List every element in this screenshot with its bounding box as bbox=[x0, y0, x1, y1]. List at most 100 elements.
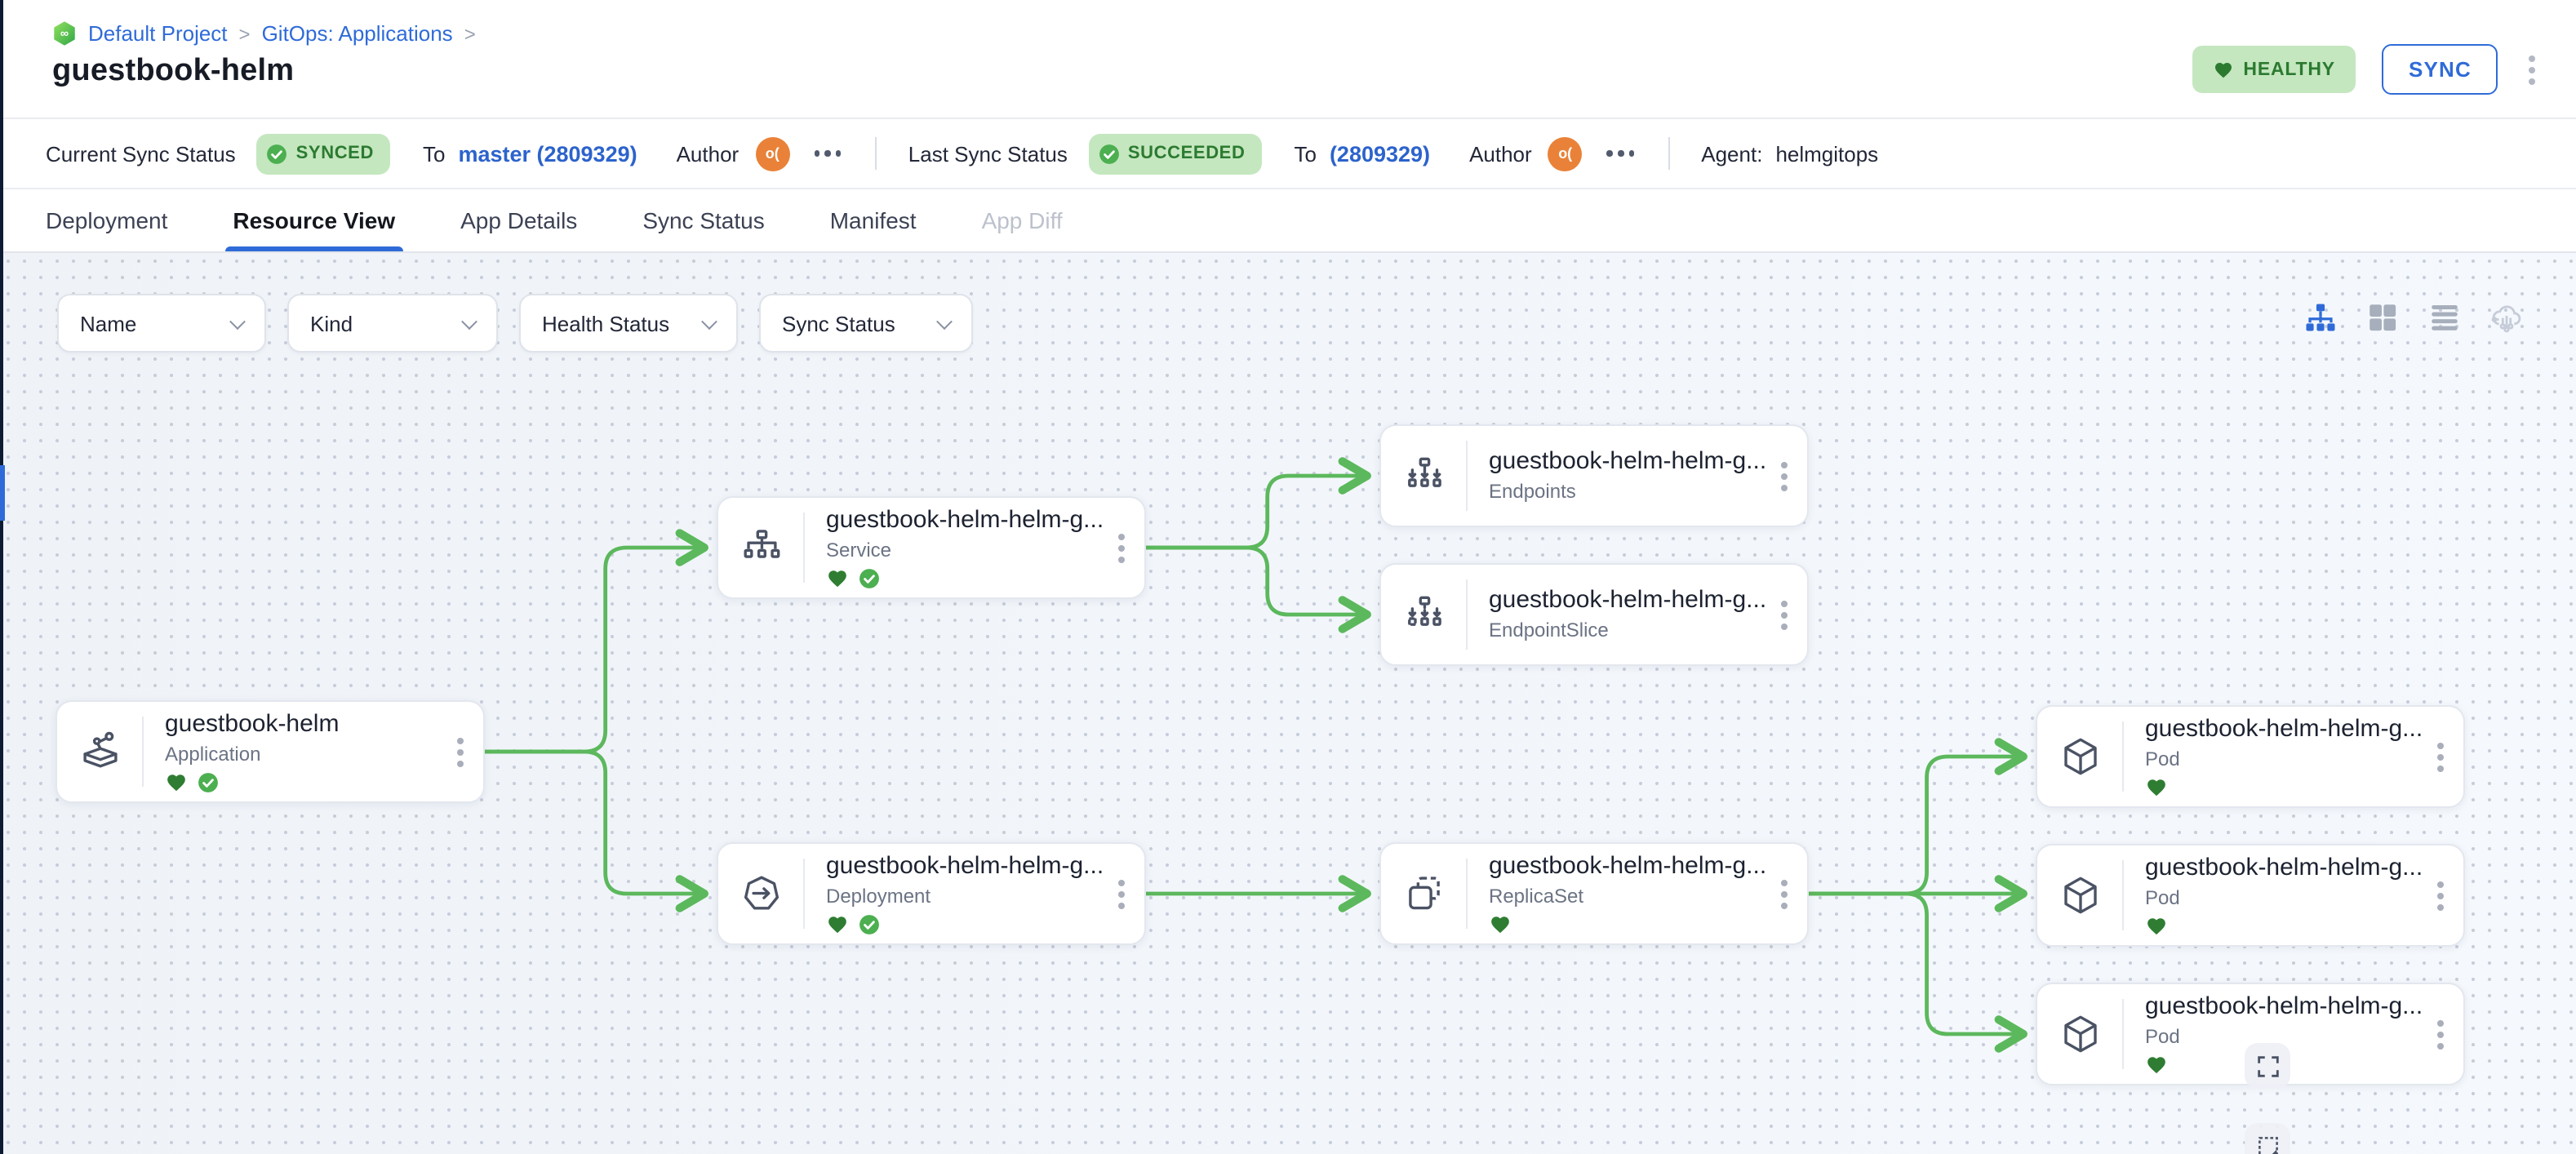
synced-check-icon bbox=[859, 916, 879, 935]
filter-health-status-dropdown[interactable]: Health Status bbox=[519, 294, 738, 353]
node-title: guestbook-helm-helm-g... bbox=[826, 505, 1104, 534]
resource-node-endpoints[interactable]: guestbook-helm-helm-g... Endpoints bbox=[1379, 424, 1809, 527]
divider bbox=[1668, 137, 1671, 170]
tab-app-details[interactable]: App Details bbox=[460, 207, 578, 233]
tab-sync-status[interactable]: Sync Status bbox=[642, 207, 765, 233]
current-sync-status-label: Current Sync Status bbox=[46, 141, 236, 166]
node-body: guestbook-helm-helm-g...Pod bbox=[2124, 707, 2463, 806]
status-bar: Current Sync Status SYNCED To master (28… bbox=[0, 118, 2576, 189]
health-heart-icon bbox=[828, 917, 846, 934]
node-more-menu-icon[interactable] bbox=[1776, 595, 1792, 634]
node-divider bbox=[1466, 859, 1468, 929]
node-title: guestbook-helm-helm-g... bbox=[1489, 446, 1767, 475]
divider bbox=[875, 137, 877, 170]
grid-view-icon[interactable] bbox=[2365, 300, 2400, 335]
breadcrumb-separator: > bbox=[464, 22, 476, 45]
app-more-menu-icon[interactable] bbox=[2524, 50, 2540, 89]
tab-manifest[interactable]: Manifest bbox=[829, 207, 917, 233]
node-body: guestbook-helm-helm-g...EndpointSlice bbox=[1468, 565, 1807, 664]
breadcrumb-separator: > bbox=[238, 22, 251, 45]
check-circle-icon bbox=[1099, 144, 1119, 163]
filter-label: Sync Status bbox=[782, 311, 895, 335]
edge-app-to-deployment bbox=[482, 749, 708, 912]
current-author-label: Author bbox=[676, 141, 739, 166]
cluster-view-icon[interactable] bbox=[2489, 300, 2524, 335]
node-body: guestbook-helm-helm-g...Service bbox=[805, 498, 1144, 597]
node-status-badges bbox=[165, 773, 441, 794]
node-divider bbox=[142, 717, 144, 787]
current-to-label: To bbox=[422, 141, 446, 166]
node-more-menu-icon[interactable] bbox=[2432, 1014, 2449, 1054]
current-author-avatar: o( bbox=[755, 136, 790, 171]
replicaset-icon bbox=[1381, 844, 1466, 943]
last-sync-status-label: Last Sync Status bbox=[908, 141, 1068, 166]
node-kind: Pod bbox=[2145, 1025, 2180, 1049]
breadcrumb: ∞ Default Project > GitOps: Applications… bbox=[52, 21, 2534, 46]
health-status-badge: HEALTHY bbox=[2192, 46, 2356, 93]
heart-icon bbox=[2215, 62, 2232, 78]
tab-bar: Deployment Resource View App Details Sync S… bbox=[0, 189, 2576, 253]
breadcrumb-applications[interactable]: GitOps: Applications bbox=[261, 21, 453, 46]
page-header: ∞ Default Project > GitOps: Applications… bbox=[0, 0, 2576, 118]
node-kind: EndpointSlice bbox=[1489, 619, 1609, 642]
node-status-badges bbox=[826, 915, 1102, 936]
fullscreen-control[interactable] bbox=[2245, 1043, 2290, 1089]
breadcrumb-project[interactable]: Default Project bbox=[88, 21, 228, 46]
node-more-menu-icon[interactable] bbox=[1776, 456, 1792, 495]
edge-replicaset-to-pod3 bbox=[1806, 891, 2027, 1053]
node-divider bbox=[2122, 860, 2124, 930]
node-status-badges bbox=[2145, 1055, 2421, 1076]
fullscreen-icon bbox=[2257, 1055, 2278, 1076]
filter-label: Health Status bbox=[542, 311, 670, 335]
node-kind: Endpoints bbox=[1489, 480, 1576, 504]
edge-app-to-service bbox=[482, 529, 708, 754]
node-more-menu-icon[interactable] bbox=[2432, 737, 2449, 776]
current-commit-more-icon[interactable] bbox=[811, 144, 845, 162]
node-kind: Deployment bbox=[826, 885, 931, 908]
node-more-menu-icon[interactable] bbox=[1113, 528, 1130, 567]
edge-service-to-endpointslice bbox=[1144, 545, 1371, 633]
resource-node-pod2[interactable]: guestbook-helm-helm-g...Pod bbox=[2036, 844, 2465, 947]
tab-resource-view[interactable]: Resource View bbox=[224, 189, 404, 251]
node-title: guestbook-helm-helm-g... bbox=[1489, 851, 1767, 880]
pod-icon bbox=[2037, 846, 2122, 945]
health-badge-label: HEALTHY bbox=[2243, 60, 2335, 79]
last-commit-more-icon[interactable] bbox=[1604, 144, 1638, 162]
tree-view-icon[interactable] bbox=[2303, 300, 2338, 335]
edge-service-to-endpoints bbox=[1144, 457, 1371, 550]
deployment-icon bbox=[718, 844, 803, 943]
node-more-menu-icon[interactable] bbox=[2432, 876, 2449, 915]
resource-node-endpointslice[interactable]: guestbook-helm-helm-g...EndpointSlice bbox=[1379, 563, 1809, 666]
chevron-down-icon bbox=[461, 313, 477, 330]
node-more-menu-icon[interactable] bbox=[1776, 874, 1792, 913]
node-status-badges bbox=[1489, 915, 1765, 936]
filter-kind-dropdown[interactable]: Kind bbox=[287, 294, 498, 353]
fit-view-control[interactable] bbox=[2245, 1123, 2290, 1154]
svg-text:∞: ∞ bbox=[60, 28, 69, 41]
edge-replicaset-to-pod1 bbox=[1806, 738, 2027, 896]
filter-sync-status-dropdown[interactable]: Sync Status bbox=[759, 294, 973, 353]
synced-check-icon bbox=[198, 774, 218, 793]
health-heart-icon bbox=[828, 571, 846, 588]
node-kind: Pod bbox=[2145, 886, 2180, 910]
resource-node-service[interactable]: guestbook-helm-helm-g...Service bbox=[717, 496, 1146, 599]
filter-name-dropdown[interactable]: Name bbox=[57, 294, 266, 353]
node-title: guestbook-helm-helm-g... bbox=[826, 851, 1104, 880]
resource-node-pod1[interactable]: guestbook-helm-helm-g...Pod bbox=[2036, 705, 2465, 808]
node-more-menu-icon[interactable] bbox=[452, 732, 469, 771]
sync-button[interactable]: SYNC bbox=[2382, 44, 2498, 95]
last-revision-link[interactable]: (2809329) bbox=[1329, 141, 1431, 166]
node-divider bbox=[1466, 579, 1468, 650]
current-revision-link[interactable]: master (2809329) bbox=[458, 141, 637, 166]
health-heart-icon bbox=[2147, 780, 2165, 797]
fit-view-icon bbox=[2258, 1136, 2277, 1154]
service-icon bbox=[718, 498, 803, 597]
filter-label: Name bbox=[80, 311, 137, 335]
resource-node-replicaset[interactable]: guestbook-helm-helm-g...ReplicaSet bbox=[1379, 842, 1809, 945]
tab-deployment[interactable]: Deployment bbox=[46, 207, 168, 233]
node-more-menu-icon[interactable] bbox=[1113, 874, 1130, 913]
resource-node-deployment[interactable]: guestbook-helm-helm-g... Deployment bbox=[717, 842, 1146, 945]
list-view-icon[interactable] bbox=[2427, 300, 2462, 335]
